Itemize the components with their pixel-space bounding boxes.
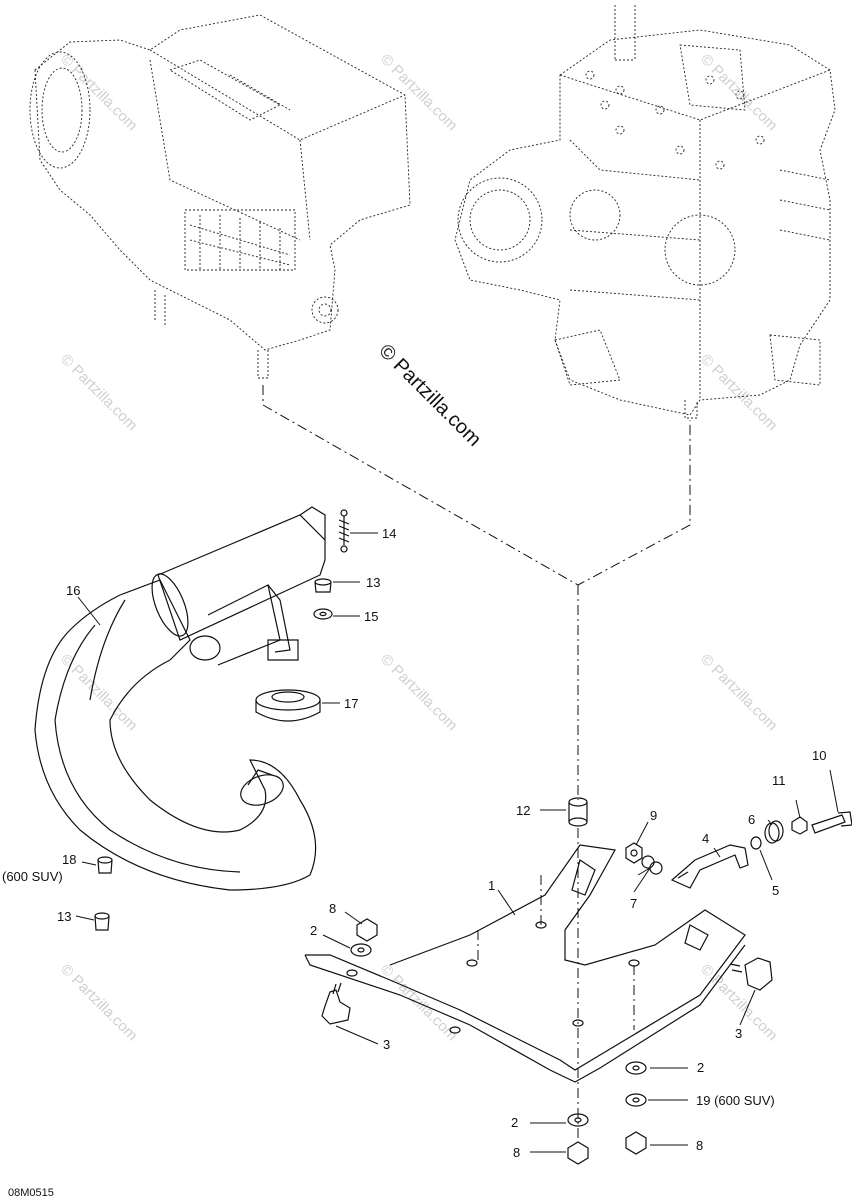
watermark: © Partzilla.com [57, 961, 140, 1044]
nut [625, 1131, 647, 1155]
leader-lines [75, 532, 839, 1153]
spring [338, 509, 350, 553]
washer [350, 943, 372, 957]
callout-11: 11 [772, 773, 786, 788]
callout-18-note: (600 SUV) [2, 869, 63, 884]
watermark-main: © Partzilla.com [374, 340, 485, 451]
callout-15: 15 [364, 609, 378, 624]
callout-16: 16 [66, 583, 80, 598]
nut [567, 1141, 589, 1165]
watermark: © Partzilla.com [377, 51, 460, 134]
callout-6: 6 [748, 812, 755, 827]
watermark: © Partzilla.com [57, 351, 140, 434]
callout-10: 10 [812, 748, 826, 763]
callout-4: 4 [702, 831, 709, 846]
nut [356, 918, 378, 942]
callout-2: 2 [310, 923, 317, 938]
callout-19: 19 (600 SUV) [696, 1093, 775, 1108]
callout-17: 17 [344, 696, 358, 711]
callout-labels: 1 2 2 2 3 3 4 5 6 7 8 8 8 9 10 11 12 13 … [2, 526, 826, 1160]
watermark: © Partzilla.com [697, 351, 780, 434]
alignment-line [262, 385, 691, 586]
callout-13: 13 [57, 909, 71, 924]
washer [625, 1061, 647, 1075]
stud [97, 856, 113, 874]
bracket [670, 844, 749, 889]
washer [567, 1113, 589, 1127]
spacer [568, 797, 588, 827]
drawing-code: 08M0515 [8, 1187, 54, 1199]
engine-left-illustration [29, 14, 411, 379]
nut [791, 816, 808, 835]
exhaust-grommet [255, 689, 321, 722]
engine-right-illustration [454, 5, 836, 419]
callout-3: 3 [383, 1037, 390, 1052]
muffler [34, 506, 326, 891]
washer [750, 836, 762, 850]
bolt [811, 811, 852, 834]
washer [313, 608, 333, 620]
rubber-mount [321, 982, 351, 1025]
callout-18: 18 [62, 852, 76, 867]
watermark: © Partzilla.com [697, 51, 780, 134]
callout-9: 9 [650, 808, 657, 823]
rubber-cap [314, 578, 332, 593]
callout-2: 2 [697, 1060, 704, 1075]
nut [625, 842, 643, 864]
callout-1: 1 [488, 878, 495, 893]
bushing [764, 820, 784, 844]
callout-13: 13 [366, 575, 380, 590]
callout-8: 8 [329, 901, 336, 916]
stud [94, 912, 110, 931]
watermark-layer: © Partzilla.com © Partzilla.com © Partzi… [57, 51, 780, 1044]
rubber-mount [729, 957, 773, 991]
mounting-plate [304, 844, 746, 1083]
callout-12: 12 [516, 803, 530, 818]
watermark: © Partzilla.com [57, 51, 140, 134]
callout-2: 2 [511, 1115, 518, 1130]
callout-8: 8 [513, 1145, 520, 1160]
callout-5: 5 [772, 883, 779, 898]
washer [625, 1093, 647, 1107]
callout-8: 8 [696, 1138, 703, 1153]
watermark: © Partzilla.com [377, 651, 460, 734]
callout-3: 3 [735, 1026, 742, 1041]
callout-14: 14 [382, 526, 396, 541]
watermark: © Partzilla.com [697, 651, 780, 734]
callout-7: 7 [630, 896, 637, 911]
